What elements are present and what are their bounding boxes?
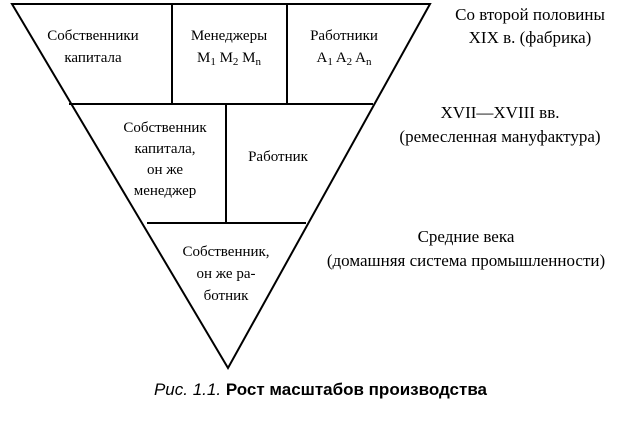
pyramid-outline <box>10 3 432 371</box>
cell-workers-symbols: A1 A2 An <box>317 50 372 68</box>
cell-owner-manager-line4: менеджер <box>134 183 197 199</box>
era-factory-line2: XIX в. (фабрика) <box>469 28 592 47</box>
cell-owners-line1: Собственники <box>47 28 138 44</box>
cell-worker: Работник <box>248 149 309 165</box>
cell-owner-worker-line3: ботник <box>204 288 250 304</box>
cell-owners-line2: капитала <box>64 50 122 66</box>
cell-managers-label: Менеджеры <box>191 28 267 44</box>
figure-title: Рост масштабов производства <box>225 380 488 399</box>
cell-managers-symbols: M1 M2 Mn <box>197 50 262 68</box>
era-middle-ages-line2: (домашняя система промышленности) <box>327 251 605 270</box>
cell-owner-manager-line1: Собственник <box>123 120 207 136</box>
era-factory-line1: Со второй половины <box>455 5 605 24</box>
cell-owner-manager-line2: капитала, <box>135 141 196 157</box>
figure-caption: Рис. 1.1. Рост масштабов производства <box>0 380 641 400</box>
cell-owner-manager-line3: он же <box>147 162 183 178</box>
era-middle-ages-line1: Средние века <box>418 227 515 246</box>
cell-owner-worker-line1: Собственник, <box>182 244 269 260</box>
era-manufactory-line1: XVII—XVIII вв. <box>441 103 560 122</box>
cell-owner-worker-line2: он же ра- <box>196 266 255 282</box>
era-manufactory-line2: (ремесленная мануфактура) <box>399 127 600 146</box>
cell-workers-label: Работники <box>310 28 378 44</box>
figure-number: Рис. 1.1. <box>153 380 222 399</box>
